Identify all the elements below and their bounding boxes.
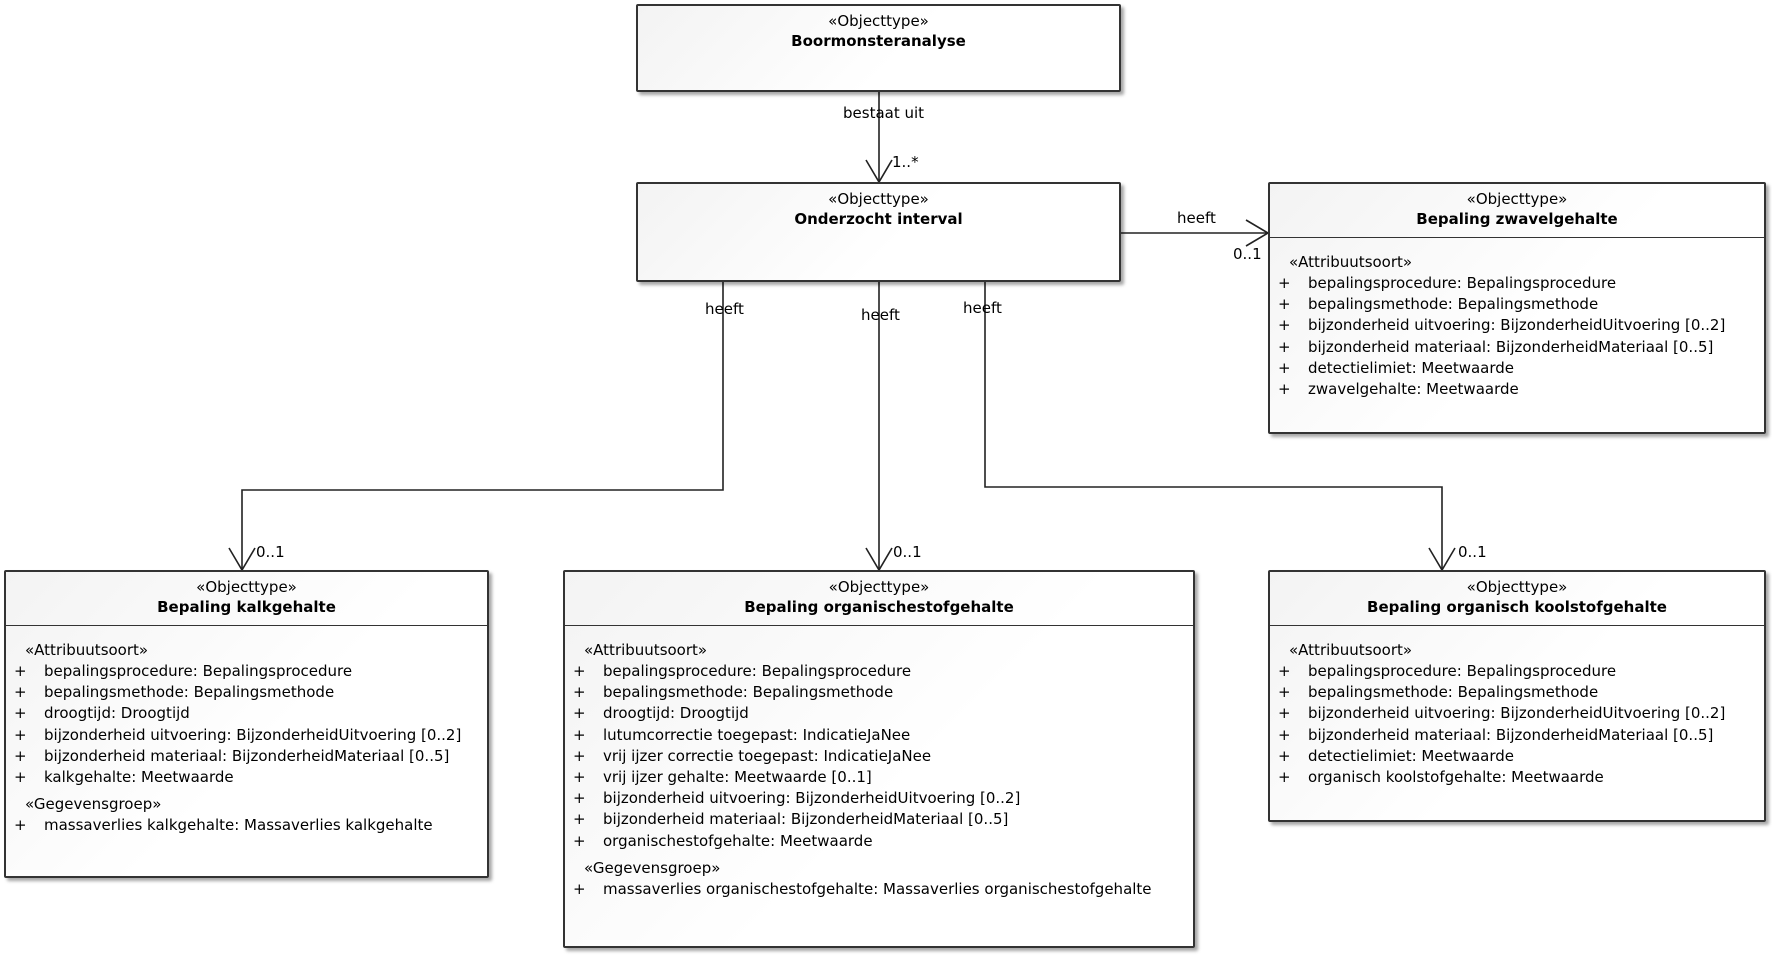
class-stereotype: «Objecttype» — [828, 578, 930, 596]
attribute-item: +massaverlies kalkgehalte: Massaverlies … — [14, 816, 433, 835]
class-stereotype: «Objecttype» — [1466, 578, 1568, 596]
class-header: «Objecttype» Bepaling kalkgehalte — [6, 572, 487, 626]
attribute-item: +bijzonderheid uitvoering: Bijzonderheid… — [14, 725, 462, 744]
class-name: Bepaling kalkgehalte — [157, 598, 336, 616]
attribute-item: +bijzonderheid uitvoering: Bijzonderheid… — [1278, 704, 1726, 723]
association-label-heeft-koolstof: heeft — [963, 299, 1002, 317]
attribute-item: +bijzonderheid materiaal: BijzonderheidM… — [14, 746, 450, 765]
class-name: Onderzocht interval — [794, 210, 963, 228]
class-name: Bepaling organischestofgehalte — [744, 598, 1014, 616]
attribute-item: +detectielimiet: Meetwaarde — [1278, 746, 1515, 765]
section-stereotype: «Gegevensgroep» — [584, 858, 721, 877]
attribute-item: +detectielimiet: Meetwaarde — [1278, 358, 1515, 377]
attribute-item: +bijzonderheid uitvoering: Bijzonderheid… — [573, 789, 1021, 808]
multiplicity-organischestofgehalte: 0..1 — [893, 543, 922, 561]
attribute-item: +organisch koolstofgehalte: Meetwaarde — [1278, 768, 1604, 787]
attribute-item: +bepalingsmethode: Bepalingsmethode — [1278, 683, 1599, 702]
class-name: Boormonsteranalyse — [791, 32, 966, 50]
class-stereotype: «Objecttype» — [828, 12, 929, 30]
attribute-item: +bepalingsmethode: Bepalingsmethode — [573, 683, 894, 702]
attribute-item: +massaverlies organischestofgehalte: Mas… — [573, 879, 1152, 898]
class-bepaling-kalkgehalte[interactable]: «Objecttype» Bepaling kalkgehalte «Attri… — [4, 570, 489, 878]
attribute-item: +bepalingsprocedure: Bepalingsprocedure — [14, 662, 353, 680]
class-header: «Objecttype» Bepaling organisch koolstof… — [1270, 572, 1764, 626]
multiplicity-zwavelgehalte: 0..1 — [1233, 245, 1262, 263]
association-label-heeft-kalk: heeft — [705, 300, 744, 318]
class-onderzocht-interval[interactable]: «Objecttype» Onderzocht interval — [636, 182, 1121, 282]
class-name: Bepaling zwavelgehalte — [1416, 210, 1618, 228]
association-label-bestaat-uit: bestaat uit — [843, 104, 925, 122]
class-bepaling-zwavelgehalte[interactable]: «Objecttype» Bepaling zwavelgehalte «Att… — [1268, 182, 1766, 434]
section-stereotype: «Gegevensgroep» — [25, 795, 162, 814]
attribute-item: +bepalingsprocedure: Bepalingsprocedure — [573, 662, 912, 680]
class-bepaling-organisch-koolstofgehalte[interactable]: «Objecttype» Bepaling organisch koolstof… — [1268, 570, 1766, 822]
attribute-item: +vrij ijzer gehalte: Meetwaarde [0..1] — [573, 768, 872, 787]
association-heeft-organischestof-line — [865, 282, 893, 572]
multiplicity-organisch-koolstofgehalte: 0..1 — [1458, 543, 1487, 561]
attribute-item: +zwavelgehalte: Meetwaarde — [1278, 380, 1519, 399]
section-stereotype: «Attribuutsoort» — [584, 641, 708, 659]
attribute-item: +bijzonderheid materiaal: BijzonderheidM… — [1278, 725, 1714, 744]
section-stereotype: «Attribuutsoort» — [1289, 641, 1413, 659]
class-stereotype: «Objecttype» — [828, 190, 929, 208]
multiplicity-onderzocht-interval: 1..* — [892, 153, 919, 171]
class-bepaling-organischestofgehalte[interactable]: «Objecttype» Bepaling organischestofgeha… — [563, 570, 1195, 948]
attribute-item: +droogtijd: Droogtijd — [573, 704, 749, 723]
attribute-item: +bepalingsmethode: Bepalingsmethode — [14, 683, 335, 702]
class-header: «Objecttype» Boormonsteranalyse — [638, 6, 1119, 52]
gegevensgroep-section: «Gegevensgroep» +massaverlies organische… — [565, 857, 1193, 900]
attribute-item: +bijzonderheid materiaal: BijzonderheidM… — [1278, 337, 1714, 356]
class-header: «Objecttype» Bepaling organischestofgeha… — [565, 572, 1193, 626]
attribute-item: +bijzonderheid materiaal: BijzonderheidM… — [573, 810, 1009, 829]
association-heeft-kalk-line — [228, 282, 724, 572]
class-name: Bepaling organisch koolstofgehalte — [1367, 598, 1667, 616]
class-boormonsteranalyse[interactable]: «Objecttype» Boormonsteranalyse — [636, 4, 1121, 92]
attribute-item: +organischestofgehalte: Meetwaarde — [573, 831, 873, 850]
attribute-item: +droogtijd: Droogtijd — [14, 704, 190, 723]
class-stereotype: «Objecttype» — [196, 578, 297, 596]
attribute-item: +bepalingsprocedure: Bepalingsprocedure — [1278, 662, 1617, 680]
section-stereotype: «Attribuutsoort» — [1289, 253, 1413, 271]
attribute-item: +bijzonderheid uitvoering: Bijzonderheid… — [1278, 316, 1726, 335]
attribute-item: +lutumcorrectie toegepast: IndicatieJaNe… — [573, 725, 911, 744]
attribute-section: «Attribuutsoort» +bepalingsprocedure: Be… — [6, 639, 487, 788]
class-header: «Objecttype» Onderzocht interval — [638, 184, 1119, 230]
gegevensgroep-section: «Gegevensgroep» +massaverlies kalkgehalt… — [6, 793, 487, 836]
class-stereotype: «Objecttype» — [1466, 190, 1568, 208]
section-stereotype: «Attribuutsoort» — [25, 641, 149, 659]
attribute-item: +vrij ijzer correctie toegepast: Indicat… — [573, 746, 932, 765]
class-header: «Objecttype» Bepaling zwavelgehalte — [1270, 184, 1764, 238]
attribute-item: +kalkgehalte: Meetwaarde — [14, 768, 234, 787]
attribute-section: «Attribuutsoort» +bepalingsprocedure: Be… — [1270, 639, 1764, 788]
attribute-section: «Attribuutsoort» +bepalingsprocedure: Be… — [565, 639, 1193, 852]
attribute-item: +bepalingsmethode: Bepalingsmethode — [1278, 295, 1599, 314]
attribute-item: +bepalingsprocedure: Bepalingsprocedure — [1278, 274, 1617, 292]
attribute-section: «Attribuutsoort» +bepalingsprocedure: Be… — [1270, 251, 1764, 400]
association-label-heeft-organischestof: heeft — [861, 306, 900, 324]
multiplicity-kalkgehalte: 0..1 — [256, 543, 285, 561]
association-label-heeft-zwavel: heeft — [1177, 209, 1216, 227]
